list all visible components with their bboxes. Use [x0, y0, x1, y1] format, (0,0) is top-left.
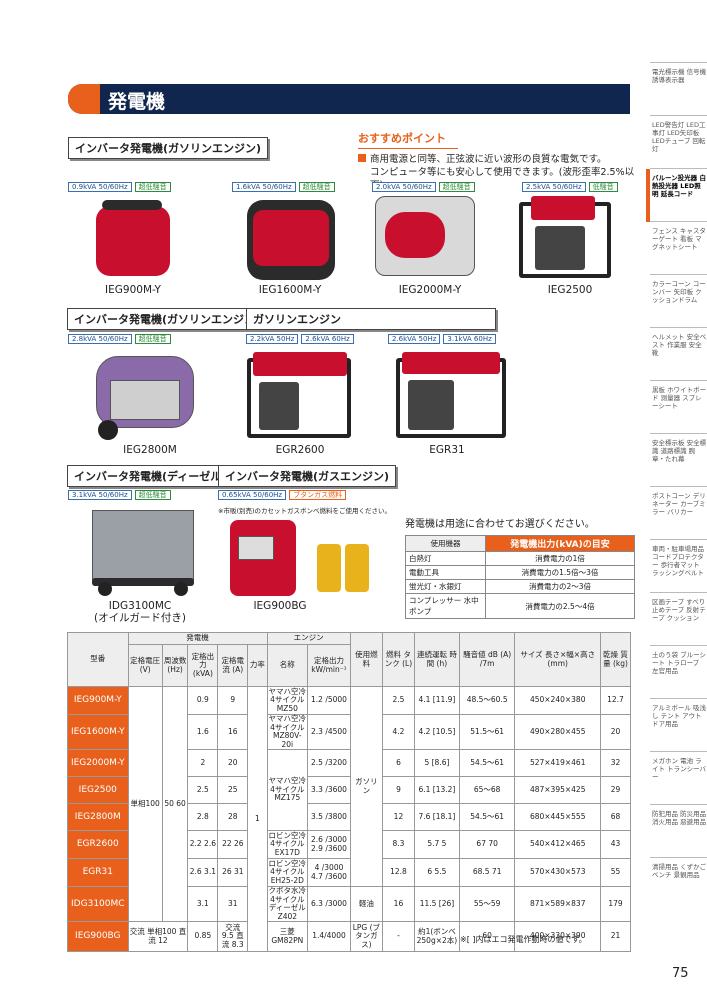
table-row: EGR31 2.6 3.1 26 31 ロビン空冷 4サイクル EH25-2D … [67, 858, 632, 887]
generator-image [88, 506, 198, 598]
section-title-inverter-gasoline: インバータ発電機(ガソリンエンジン) [68, 137, 269, 159]
page-title: 発電機 [108, 91, 166, 113]
sidebar-item[interactable]: ヘルメット 安全ベスト 作業服 安全靴 [650, 327, 707, 380]
usage-caption: 発電機は用途に合わせてお選びください。 [405, 519, 595, 530]
table-row: EGR2600 2.2 2.6 22 26 ロビン空冷 4サイクル EX17D … [67, 830, 632, 859]
footnote: ※[ ]内はエコ発電作動時の値です。 [460, 935, 587, 944]
table-row: IEG900M-Y 単相100 50 60 0.9 9 1 ヤマハ空冷 4サイク… [67, 686, 632, 952]
product-name: IDG3100MC(オイルガード付き) [94, 600, 186, 624]
product-note: ※市販(別売)のカセットガスボンベ燃料をご使用ください。 [218, 507, 392, 515]
generator-image [92, 198, 174, 282]
sidebar-item[interactable]: 黒板 ホワイトボード 測量器 スプレーシート [650, 380, 707, 433]
table-row: 電動工具消費電力の1.5倍～3倍 [405, 565, 635, 580]
sidebar-item[interactable]: 車両・駐車場用品 コードプロテクター 歩行者マット ラッシングベルト [650, 539, 707, 592]
sidebar-item[interactable]: フェンス キャスターゲート 看板 マグネットシート [650, 221, 707, 274]
bullet-square-icon [358, 154, 366, 162]
product-name: EGR31 [429, 444, 465, 456]
table-row: コンプレッサー 水中ポンプ消費電力の2.5～4倍 [405, 593, 635, 619]
generator-image [243, 350, 355, 442]
generator-image [515, 196, 615, 282]
product-name: EGR2600 [275, 444, 325, 456]
table-row: 蛍光灯・水銀灯消費電力の2～3倍 [405, 579, 635, 594]
table-row: IEG900BG 交流 単相100 直流 12 0.85 交流 9.5 直流 8… [67, 921, 632, 952]
recommend-heading: おすすめポイント [358, 130, 458, 149]
usage-guide: 発電機は用途に合わせてお選びください。 使用機器発電機出力(kVA)の目安 白熱… [405, 515, 635, 619]
table-row: IEG2800M 2.8 28 3.5 /3800 12 7.6 [18.1] … [67, 803, 632, 831]
generator-image [392, 350, 510, 442]
sidebar-item[interactable]: ポストコーン デリネーター カーブミラー バリカー [650, 486, 707, 539]
section-title-inverter-gasoline-2: インバータ発電機(ガソリンエンジン) [67, 308, 268, 330]
active-tab-marker [646, 169, 650, 222]
section-title-inverter-gas: インバータ発電機(ガスエンジン) [218, 465, 397, 487]
sidebar-item-active[interactable]: バルーン投光器 白熱投光器 LED照明 延長コード [646, 168, 707, 222]
section-title-gasoline: ガソリンエンジン [246, 308, 496, 330]
sidebar-item[interactable]: 清掃用品 くずかご ベンチ 景観用品 [650, 857, 707, 910]
sidebar-item[interactable]: アルミボール 吸浅し テント アウトドア用品 [650, 698, 707, 751]
product-name: IEG2500 [547, 284, 593, 296]
sidebar-item[interactable]: 安全標示板 安全標識 道路標識 腕章・たれ幕 [650, 433, 707, 486]
table-row: IDG3100MC 3.1 31 クボタ水冷 4サイクル ディーゼルZ402 6… [67, 886, 632, 922]
sidebar-item[interactable]: メガホン 電池 ライト トランシーバー [650, 751, 707, 804]
title-accent [68, 84, 100, 114]
product-name: IEG900M-Y [105, 284, 161, 296]
sidebar-item[interactable]: 土のう袋 ブルーシート トラロープ 左官用品 [650, 645, 707, 698]
generator-image [375, 196, 475, 282]
generator-image [90, 350, 200, 442]
spec-table: 型番 発電機 エンジン 使用燃料 燃料 タンク (L) 連続運転 時 間 (h)… [67, 632, 632, 952]
product-name: IEG2000M-Y [398, 284, 462, 296]
page-number: 75 [672, 966, 689, 981]
table-row: IEG2000M-Y 2 20 ヤマハ空冷 4サイクル MZ175 2.5 /3… [67, 749, 632, 831]
gas-canister-image [315, 538, 373, 594]
sidebar-item[interactable]: 電光標示機 信号機 誘導表示器 [650, 62, 707, 115]
generator-image [228, 516, 298, 598]
product-name: IEG1600M-Y [258, 284, 322, 296]
title-bar: 発電機 [68, 84, 630, 114]
product-name: IEG900BG [253, 600, 307, 612]
usage-table: 使用機器発電機出力(kVA)の目安 白熱灯消費電力の1倍 電動工具消費電力の1.… [405, 535, 635, 619]
section-title-inverter-diesel: インバータ発電機(ディーゼル) [67, 465, 234, 487]
generator-image [245, 196, 337, 284]
sidebar-item[interactable]: LED警告灯 LED工事灯 LED矢印板 LEDチューブ 回転灯 [650, 115, 707, 168]
product-name: IEG2800M [123, 444, 177, 456]
category-sidebar: 電光標示機 信号機 誘導表示器 LED警告灯 LED工事灯 LED矢印板 LED… [646, 62, 707, 910]
sidebar-item[interactable]: 防犯用品 防災用品 消火用品 惡避用品 [650, 804, 707, 857]
sidebar-item[interactable]: カラーコーン コーンバー 矢印板 クッションドラム [650, 274, 707, 327]
table-row: 白熱灯消費電力の1倍 [405, 551, 635, 566]
table-row: IEG1600M-Y 1.6 16 ヤマハ空冷 4サイクル MZ80V-20i … [67, 714, 632, 750]
sidebar-item[interactable]: 区画テープ すべり止めテープ 反射テープ クッション [650, 592, 707, 645]
